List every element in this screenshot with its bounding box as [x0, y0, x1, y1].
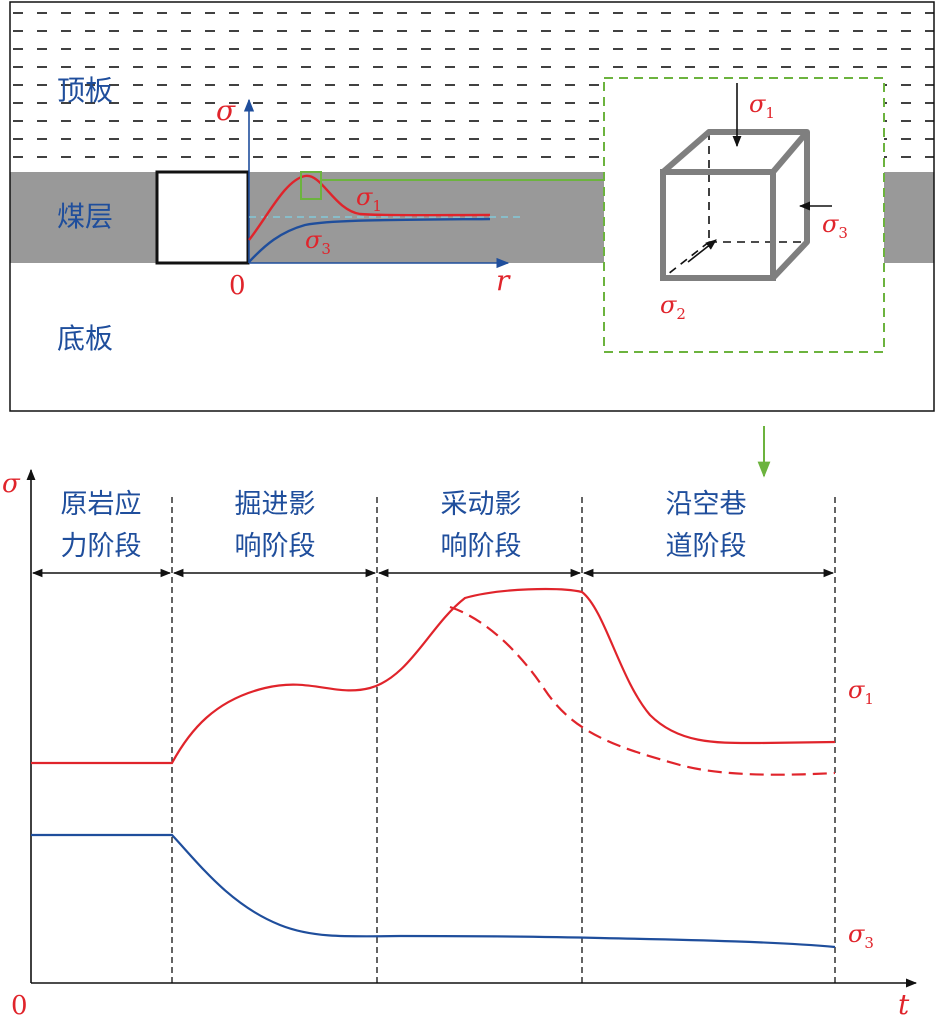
phase-label: 掘进影 — [235, 489, 316, 520]
sigma3-curve — [31, 833, 836, 949]
stress-cube: σ1 σ3 σ2 — [660, 83, 848, 323]
x-axis-label: t — [898, 988, 910, 1018]
phase-label: 原岩应 — [61, 489, 142, 520]
cube-sigma2-label: σ2 — [660, 291, 686, 323]
coal-label: 煤层 — [57, 200, 113, 233]
zoom-box — [603, 77, 885, 353]
phase-label: 采动影 — [441, 489, 522, 520]
roof-label: 顶板 — [57, 74, 113, 107]
series-sigma3-label: σ3 — [848, 920, 874, 952]
curve-sigma3-label: σ3 — [305, 226, 331, 258]
sigma1-abutment-curve — [248, 174, 491, 241]
phase-label: 沿空巷 — [666, 489, 747, 520]
sigma-axis-label: σ — [216, 94, 236, 127]
zoom-callout — [300, 77, 885, 478]
curve-sigma1-label: σ1 — [356, 183, 382, 215]
cube-right-face — [770, 132, 810, 281]
stress-axes: σ r 0 — [216, 94, 522, 301]
sigma1-alternative-curve — [449, 605, 836, 776]
series-sigma1-label: σ1 — [848, 676, 874, 708]
sigma1-curve — [31, 587, 836, 765]
phase-label: 道阶段 — [666, 531, 747, 562]
roadway-opening — [155, 170, 250, 265]
phase-label: 响阶段 — [441, 531, 522, 562]
cube-sigma3-label: σ3 — [822, 210, 848, 242]
y-axis-label: σ — [2, 469, 21, 499]
sigma2-arrow — [687, 239, 717, 263]
origin-label: 0 — [229, 271, 246, 301]
zoom-source-box — [300, 171, 322, 200]
section-frame — [9, 1, 935, 412]
floor-label: 底板 — [57, 322, 113, 355]
r-axis-label: r — [496, 264, 511, 297]
cube-sigma1-label: σ1 — [749, 90, 775, 122]
phase-label: 力阶段 — [61, 531, 142, 562]
cube-hidden-edge — [662, 241, 710, 279]
sigma3-curve — [248, 217, 491, 263]
chart-origin-label: 0 — [11, 991, 28, 1018]
phase-label: 响阶段 — [235, 531, 316, 562]
stress-evolution-chart: σ t 0 原岩应 力阶段 掘进影 响阶段 采动影 响阶段 沿空巷 道阶段 σ1… — [2, 468, 918, 1018]
